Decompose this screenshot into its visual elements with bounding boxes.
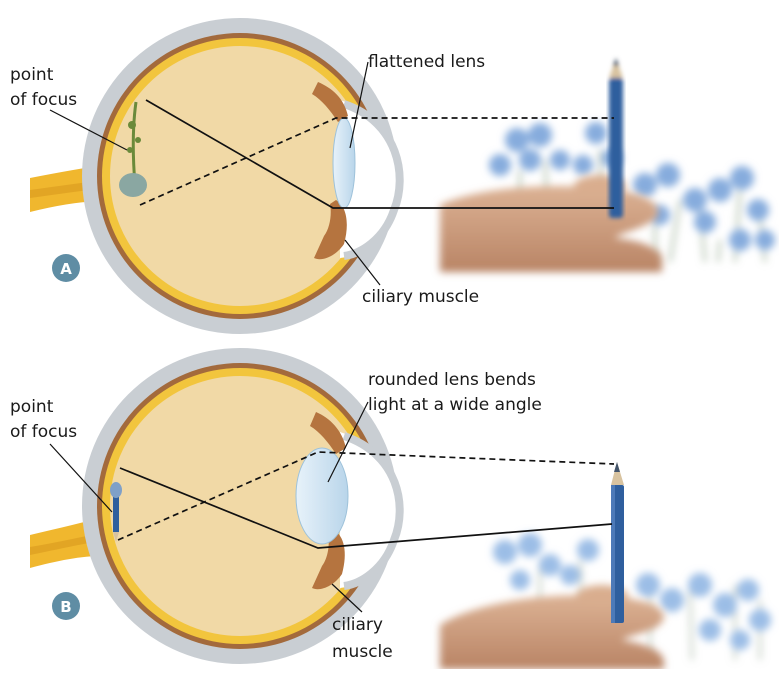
pencil-a	[609, 58, 623, 218]
eye-a	[30, 18, 401, 334]
point-of-focus-label-b-line1: point	[10, 397, 54, 417]
hand-b	[440, 585, 664, 669]
flattened-lens-label: flattened lens	[368, 52, 485, 72]
rounded-lens	[296, 448, 348, 544]
vitreous-body	[110, 46, 370, 306]
ciliary-muscle-label-a: ciliary muscle	[362, 287, 479, 307]
point-of-focus-label-a-line2: of focus	[10, 90, 77, 110]
badge-b: B	[52, 592, 80, 620]
flattened-lens	[333, 118, 355, 208]
rounded-lens-label-line1: rounded lens bends	[368, 370, 536, 390]
hand-a	[440, 175, 662, 272]
ciliary-muscle-label-b-line2: muscle	[332, 642, 393, 662]
ciliary-muscle-label-b-line1: ciliary	[332, 615, 383, 635]
svg-text:A: A	[60, 260, 72, 278]
pencil-b	[611, 462, 624, 623]
rounded-lens-label-line2: light at a wide angle	[368, 395, 542, 415]
svg-text:B: B	[60, 598, 71, 616]
panel-b: point of focus rounded lens bends light …	[10, 348, 771, 669]
panel-a: point of focus flattened lens ciliary mu…	[10, 18, 775, 334]
badge-a: A	[52, 254, 80, 282]
point-of-focus-label-b-line2: of focus	[10, 422, 77, 442]
point-of-focus-label-a-line1: point	[10, 65, 54, 85]
